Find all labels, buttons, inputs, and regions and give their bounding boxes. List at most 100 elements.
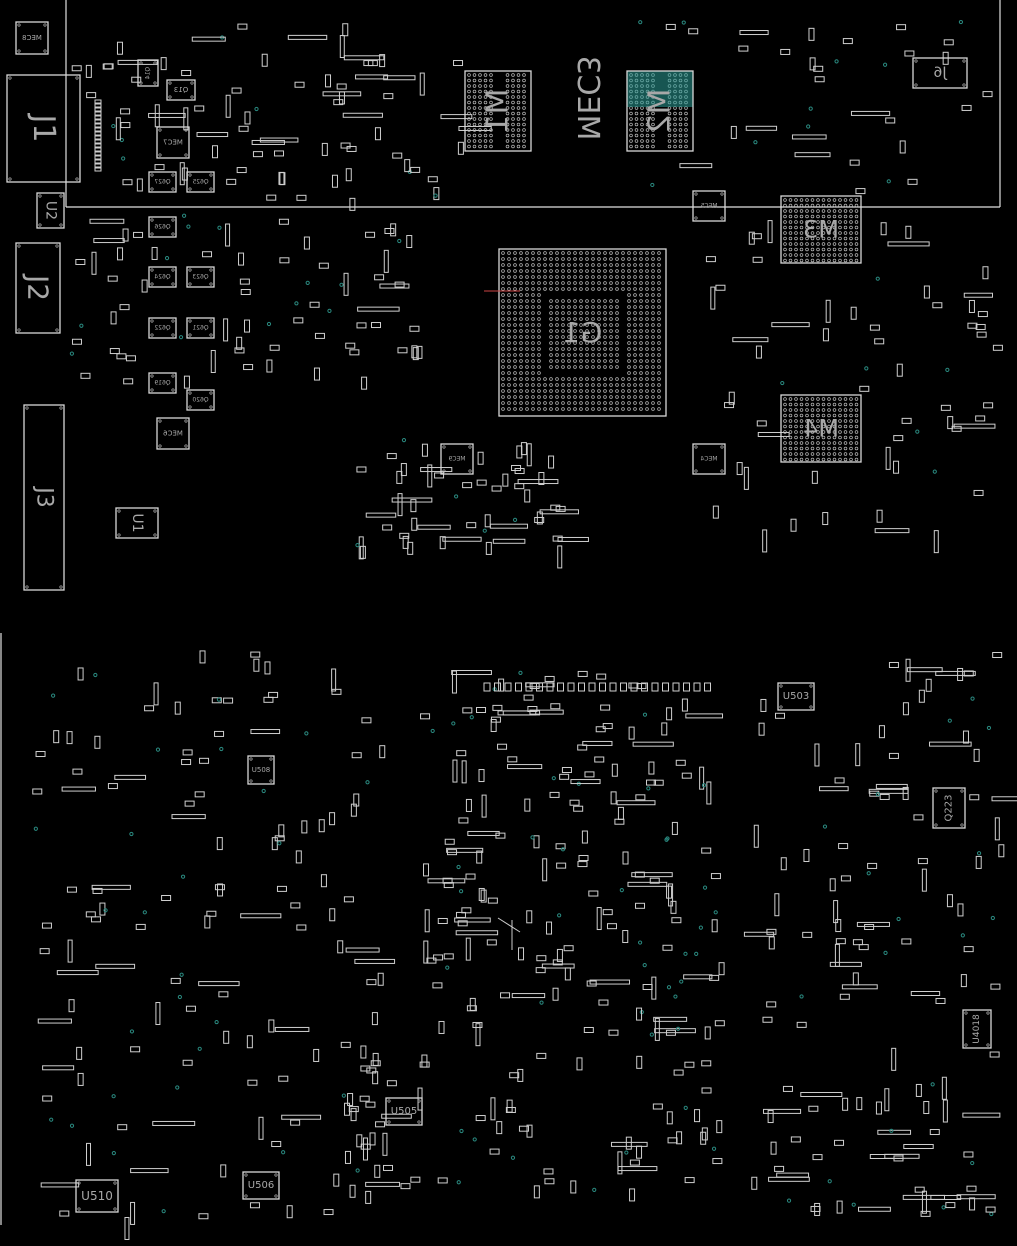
component-mec4[interactable]: MEC4 xyxy=(692,443,726,475)
component-j2[interactable]: J2 xyxy=(15,242,61,334)
bga-ball xyxy=(821,457,826,462)
bga-ball xyxy=(513,365,517,369)
component-label: Q14 xyxy=(145,67,152,80)
bga-ball xyxy=(597,311,601,315)
component-outline xyxy=(498,248,667,417)
component-m2[interactable]: M2 xyxy=(626,70,694,152)
component-u508[interactable]: U508 xyxy=(247,755,275,785)
passive xyxy=(524,489,531,503)
pin xyxy=(171,218,175,222)
bga-ball xyxy=(794,247,798,252)
via xyxy=(806,124,811,129)
component-u1[interactable]: U1 xyxy=(115,507,159,539)
bga-ball xyxy=(585,365,589,369)
passive xyxy=(732,337,769,343)
component-q627[interactable]: Q627 xyxy=(148,171,177,193)
bga-ball xyxy=(645,341,649,345)
bga-ball xyxy=(522,111,526,116)
component-q620[interactable]: Q620 xyxy=(186,389,215,411)
component-q622[interactable]: Q622 xyxy=(148,317,177,339)
passive xyxy=(842,1097,849,1111)
component-u2[interactable]: U2 xyxy=(36,192,65,229)
bga-ball xyxy=(634,106,639,110)
component-q619[interactable]: Q619 xyxy=(148,372,177,394)
component-q623[interactable]: Q623 xyxy=(186,266,215,288)
component-q621[interactable]: Q621 xyxy=(186,317,215,339)
via xyxy=(175,1085,180,1090)
component-j6[interactable]: J6 xyxy=(912,57,968,89)
component-g1[interactable]: G1 xyxy=(498,248,667,417)
passive xyxy=(361,717,372,724)
component-j3[interactable]: J3 xyxy=(23,404,65,591)
bga-ball xyxy=(651,341,655,345)
component-m4[interactable]: M4 xyxy=(780,394,862,463)
passive xyxy=(985,1206,996,1213)
component-q223[interactable]: Q223 xyxy=(932,787,966,829)
component-q625[interactable]: Q625 xyxy=(186,171,215,193)
component-m3[interactable]: M3 xyxy=(780,195,862,264)
bga-ball xyxy=(849,203,853,208)
pin xyxy=(417,1099,421,1103)
passive xyxy=(838,843,849,850)
passive xyxy=(679,163,713,169)
bga-ball xyxy=(531,407,535,411)
bga-ball xyxy=(478,106,482,110)
component-label: MEC9 xyxy=(448,456,465,463)
bga-ball xyxy=(794,225,798,230)
component-u510[interactable]: U510 xyxy=(75,1179,119,1213)
bga-ball xyxy=(794,441,798,445)
passive xyxy=(365,1181,401,1187)
component-mec7[interactable]: MEC7 xyxy=(156,126,190,159)
component-mec9[interactable]: MEC9 xyxy=(440,443,474,475)
bga-ball xyxy=(657,311,661,315)
bga-ball xyxy=(549,347,553,351)
bga-ball xyxy=(627,347,631,351)
component-u4018[interactable]: U4018 xyxy=(962,1009,992,1049)
bga-ball xyxy=(513,305,517,309)
passive xyxy=(351,752,362,759)
passive xyxy=(652,1103,663,1110)
bga-ball xyxy=(639,293,643,297)
passive xyxy=(752,256,763,263)
bga-ball xyxy=(489,73,493,77)
bga-ball xyxy=(629,133,633,138)
component-u503[interactable]: U503 xyxy=(777,682,815,711)
passive xyxy=(366,979,377,986)
pin xyxy=(188,333,192,337)
bga-ball xyxy=(651,365,655,369)
bga-ball xyxy=(513,293,517,297)
bga-ball xyxy=(843,457,848,462)
passive xyxy=(148,112,186,118)
component-u505[interactable]: U505 xyxy=(385,1097,423,1126)
component-m1[interactable]: M1 xyxy=(464,70,532,152)
bga-ball xyxy=(555,299,559,303)
component-q626[interactable]: Q626 xyxy=(148,216,177,238)
bga-ball xyxy=(501,281,505,285)
bga-ball xyxy=(627,263,631,267)
component-u506[interactable]: U506 xyxy=(242,1171,280,1200)
component-q624[interactable]: Q624 xyxy=(148,266,177,288)
bga-ball xyxy=(651,281,655,285)
passive xyxy=(458,817,469,824)
bga-ball xyxy=(633,281,637,285)
bga-ball xyxy=(645,133,650,138)
passive xyxy=(676,1131,683,1145)
component-q13[interactable]: Q13 xyxy=(166,79,196,101)
bga-ball xyxy=(678,128,683,132)
passive xyxy=(419,72,425,96)
component-mec5[interactable]: MEC5 xyxy=(692,190,726,222)
passive xyxy=(500,992,511,999)
component-q14[interactable]: Q14 xyxy=(137,59,159,87)
component-mec6[interactable]: MEC6 xyxy=(156,417,190,450)
bga-ball xyxy=(788,209,793,213)
connector-pad xyxy=(630,682,638,692)
bga-ball xyxy=(531,251,535,255)
bga-ball xyxy=(794,402,798,407)
component-mec8[interactable]: MEC8 xyxy=(15,21,49,55)
bga-ball xyxy=(854,214,859,219)
component-j1[interactable]: J1 xyxy=(6,74,81,183)
passive xyxy=(502,473,509,487)
bga-ball xyxy=(634,111,639,116)
passive xyxy=(466,1005,477,1012)
